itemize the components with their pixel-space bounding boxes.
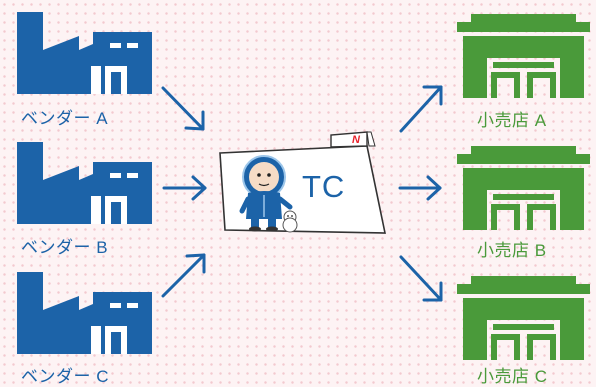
store-a-label: 小売店 A: [477, 111, 547, 130]
arrow-tc-to-store-b: [398, 175, 442, 201]
arrow-tc-to-store-a: [399, 85, 443, 133]
arrow-vendor-c-to-tc: [161, 253, 206, 298]
store-icon: [457, 146, 590, 230]
mascot-character: [239, 155, 298, 233]
arrow-vendor-a-to-tc: [161, 86, 205, 131]
arrow-tc-to-store-c: [399, 255, 443, 302]
store-icon: [457, 14, 590, 98]
tc-logo-mark: N: [352, 134, 360, 146]
factory-icon: [17, 272, 152, 354]
store-c-label: 小売店 C: [477, 367, 548, 386]
store-icon: [457, 276, 590, 360]
factory-icon: [17, 12, 152, 94]
tc-label: TC: [302, 169, 346, 204]
vendor-b-label: ベンダー B: [21, 238, 109, 257]
vendor-a-label: ベンダー A: [21, 109, 109, 128]
vendor-c-label: ベンダー C: [21, 367, 109, 386]
arrow-vendor-b-to-tc: [162, 175, 207, 201]
store-b-label: 小売店 B: [477, 241, 547, 260]
factory-icon: [17, 142, 152, 224]
